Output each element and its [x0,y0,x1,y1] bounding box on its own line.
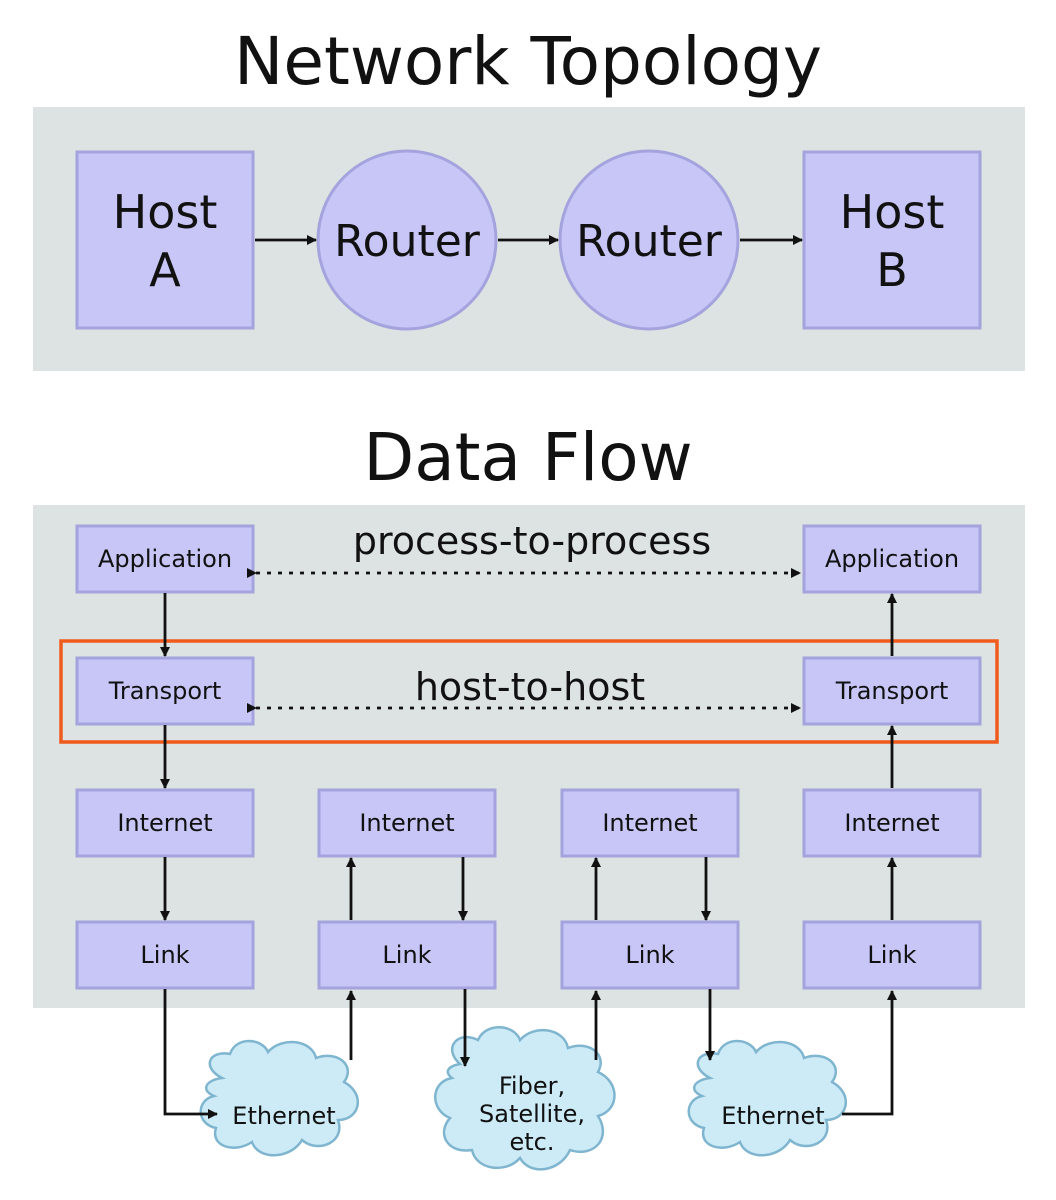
host-b-label-line1: Host [840,185,945,239]
host-a-node [75,150,255,330]
right-internet-label: Internet [844,809,939,837]
left-transport-label: Transport [108,677,222,705]
ethernet-cloud-1: Ethernet [199,1039,360,1157]
left-transport-layer [75,656,255,726]
fiber-cloud-label-line2: Satellite, [479,1100,585,1128]
router2-internet-label: Internet [602,809,697,837]
connector-ethernet-to-right-link [842,990,897,1116]
ethernet-cloud-2: Ethernet [687,1039,848,1157]
right-internet-layer [802,788,982,858]
fiber-cloud-label-line1: Fiber, [499,1072,565,1100]
right-transport-label: Transport [835,677,949,705]
left-internet-layer [75,788,255,858]
right-link-layer [802,920,982,990]
left-application-label: Application [98,545,232,573]
router1-internet-layer [317,788,497,858]
host-to-host-label: host-to-host [415,665,645,709]
router-1-node [316,149,498,331]
ethernet-cloud-2-label: Ethernet [721,1102,824,1130]
host-a-label-line1: Host [113,185,218,239]
host-b-label-line2: B [876,243,908,297]
right-link-label: Link [867,941,916,969]
host-b-node [802,150,982,330]
router1-internet-label: Internet [359,809,454,837]
router-2-node [558,149,740,331]
router2-internet-layer [560,788,740,858]
router1-link-layer [317,920,497,990]
topology-title: Network Topology [234,23,822,100]
fiber-cloud-label-line3: etc. [510,1128,555,1156]
ethernet-cloud-1-label: Ethernet [232,1102,335,1130]
process-to-process-label: process-to-process [353,519,711,563]
transport-layer-highlight [59,639,999,744]
router1-link-label: Link [382,941,431,969]
left-application-layer [75,524,255,594]
router-2-label: Router [576,216,723,267]
left-internet-label: Internet [117,809,212,837]
right-application-label: Application [825,545,959,573]
left-link-label: Link [140,941,189,969]
right-transport-layer [802,656,982,726]
router-1-label: Router [334,216,481,267]
connector-left-link-to-ethernet [163,989,218,1119]
fiber-satellite-cloud: Fiber, Satellite, etc. [434,1026,616,1171]
left-link-layer [75,920,255,990]
host-a-label-line2: A [149,243,181,297]
router2-link-layer [560,920,740,990]
dataflow-title: Data Flow [363,419,692,496]
router2-link-label: Link [625,941,674,969]
right-application-layer [802,524,982,594]
